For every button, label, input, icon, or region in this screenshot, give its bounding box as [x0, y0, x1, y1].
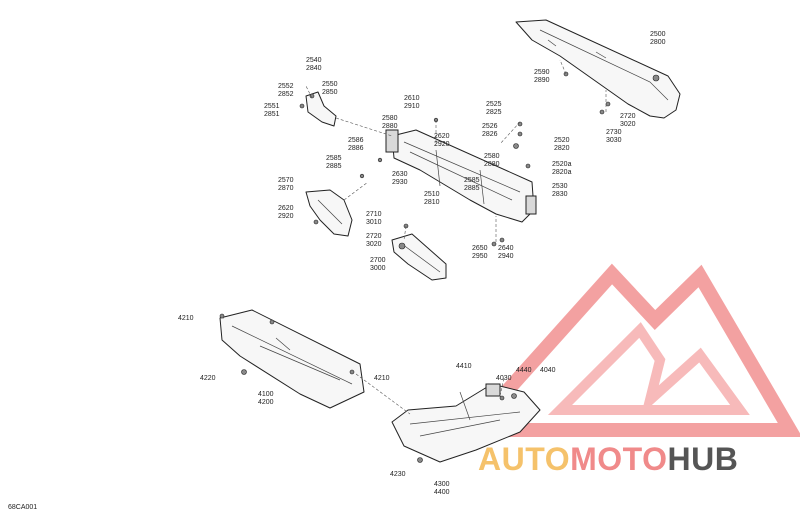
callout-2880-lower: 2880 [484, 161, 500, 168]
callout-2920-lower: 2920 [278, 213, 294, 220]
callout-2910: 2910 [404, 103, 420, 110]
callout-2820: 2820 [554, 145, 570, 152]
callout-2570: 2570 [278, 177, 294, 184]
callout-2620-lower: 2620 [278, 205, 294, 212]
callout-2826: 2826 [482, 131, 498, 138]
callout-2500: 2500 [650, 31, 666, 38]
callout-2550: 2550 [322, 81, 338, 88]
callout-2880-upper: 2880 [382, 123, 398, 130]
callout-2585-right: 2585 [464, 177, 480, 184]
callout-2525: 2525 [486, 101, 502, 108]
callout-2800: 2800 [650, 39, 666, 46]
callout-2540: 2540 [306, 57, 322, 64]
callout-2552: 2552 [278, 83, 294, 90]
callout-2520a: 2520a [552, 161, 572, 168]
callout-2700: 2700 [370, 257, 386, 264]
floor-panel-4300 [391, 383, 541, 463]
callout-4030: 4030 [496, 375, 512, 382]
bracket-2570 [305, 189, 353, 237]
callout-2590: 2590 [534, 69, 550, 76]
callout-3020-lower: 3020 [366, 241, 382, 248]
callout-3010: 3010 [366, 219, 382, 226]
callout-2720-lower: 2720 [366, 233, 382, 240]
callout-2710: 2710 [366, 211, 382, 218]
callout-2530: 2530 [552, 183, 568, 190]
callout-4040: 4040 [540, 367, 556, 374]
callout-4300: 4300 [434, 481, 450, 488]
callout-2585-left: 2585 [326, 155, 342, 162]
callout-2640: 2640 [498, 245, 514, 252]
callout-2580-lower: 2580 [484, 153, 500, 160]
hinge-bracket-2540 [299, 91, 337, 127]
watermark-brand-hub: HUB [667, 441, 738, 477]
callout-4440: 4440 [516, 367, 532, 374]
callout-2850: 2850 [322, 89, 338, 96]
callout-2890: 2890 [534, 77, 550, 84]
callout-4200: 4200 [258, 399, 274, 406]
callout-2551: 2551 [264, 103, 280, 110]
callout-2510: 2510 [424, 191, 440, 198]
callout-4410: 4410 [456, 363, 472, 370]
callout-2820a: 2820a [552, 169, 572, 176]
floor-panel-4100 [219, 309, 365, 409]
callout-2940: 2940 [498, 253, 514, 260]
callout-2580-upper: 2580 [382, 115, 398, 122]
callout-4220: 4220 [200, 375, 216, 382]
side-panel-2500 [515, 19, 681, 119]
bracket-2700 [391, 233, 447, 281]
callout-3000: 3000 [370, 265, 386, 272]
callout-2950: 2950 [472, 253, 488, 260]
callout-2851: 2851 [264, 111, 280, 118]
svg-text:AUTOMOTOHUB: AUTOMOTOHUB [478, 441, 738, 477]
callout-2730: 2730 [606, 129, 622, 136]
callout-2650: 2650 [472, 245, 488, 252]
callout-2885-left: 2885 [326, 163, 342, 170]
watermark-logo: AUTOMOTOHUB [456, 263, 800, 477]
callout-2852: 2852 [278, 91, 294, 98]
callout-2885-right: 2885 [464, 185, 480, 192]
diagram-reference-code: 68CA001 [8, 504, 38, 511]
callout-labels: 2500 2800 2590 2890 2720 3020 2730 3030 … [178, 31, 666, 496]
callout-2720-upper: 2720 [620, 113, 636, 120]
callout-2830: 2830 [552, 191, 568, 198]
callout-2526: 2526 [482, 123, 498, 130]
callout-2610: 2610 [404, 95, 420, 102]
callout-2840: 2840 [306, 65, 322, 72]
callout-4400: 4400 [434, 489, 450, 496]
callout-2920-upper: 2920 [434, 141, 450, 148]
callout-2825: 2825 [486, 109, 502, 116]
callout-2870: 2870 [278, 185, 294, 192]
watermark-brand-moto: MOTO [570, 441, 667, 477]
watermark-brand-auto: AUTO [478, 441, 570, 477]
callout-3030: 3030 [606, 137, 622, 144]
callout-4230: 4230 [390, 471, 406, 478]
callout-2886: 2886 [348, 145, 364, 152]
callout-2620-upper: 2620 [434, 133, 450, 140]
fasteners-upper [359, 71, 605, 247]
callout-4100: 4100 [258, 391, 274, 398]
callout-2586: 2586 [348, 137, 364, 144]
callout-2930: 2930 [392, 179, 408, 186]
callout-4210-upper: 4210 [178, 315, 194, 322]
callout-2630: 2630 [392, 171, 408, 178]
callout-2810: 2810 [424, 199, 440, 206]
door-frame-2510 [385, 129, 537, 223]
callout-4210-lower: 4210 [374, 375, 390, 382]
callout-3020-upper: 3020 [620, 121, 636, 128]
callout-2520: 2520 [554, 137, 570, 144]
leader-lines [220, 59, 607, 415]
